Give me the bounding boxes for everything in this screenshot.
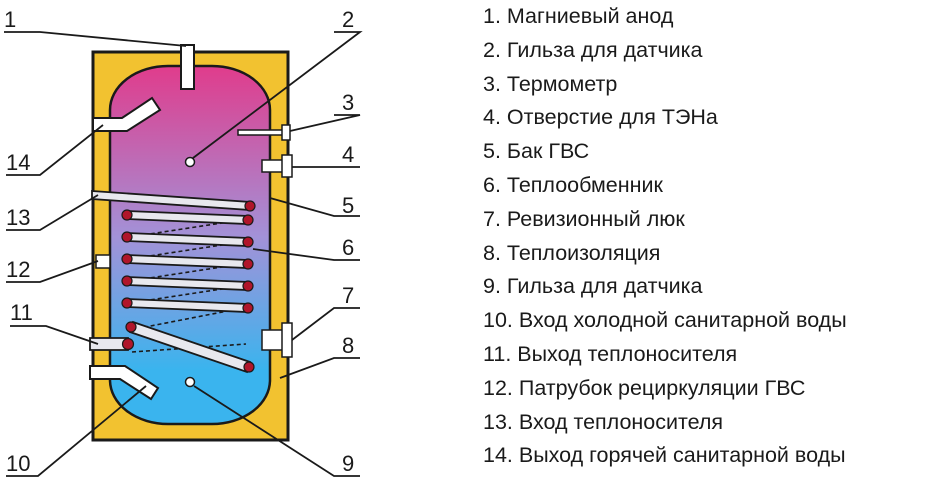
leader-line: [4, 31, 187, 47]
thermometer: [237, 129, 287, 136]
callout-13: 13: [6, 205, 30, 230]
heating-element-flange: [281, 154, 293, 178]
coil-end: [242, 214, 254, 226]
coil-end: [121, 297, 133, 309]
coil-end: [121, 253, 133, 265]
callout-9: 9: [342, 451, 354, 476]
callout-numbers: 1 2 3 4 5 6 7 8 9 10 11 12 13 14: [4, 7, 354, 476]
callout-14: 14: [6, 150, 30, 175]
callout-8: 8: [342, 333, 354, 358]
legend-item: 7. Ревизионный люк: [483, 206, 685, 231]
sensor-sleeve-upper: [184, 156, 196, 168]
coil-end: [243, 361, 255, 373]
magnesium-anode: [180, 44, 195, 90]
callout-6: 6: [342, 235, 354, 260]
hot-water-outlet-pipe: [92, 96, 162, 132]
legend-item: 3. Термометр: [483, 71, 618, 96]
leader-line: [291, 307, 360, 341]
callout-2: 2: [342, 7, 354, 32]
legend-item: 13. Вход теплоносителя: [483, 409, 724, 434]
legend-item: 9. Гильза для датчика: [483, 274, 703, 299]
sensor-sleeve-lower: [184, 376, 196, 388]
leader-line: [6, 124, 104, 176]
legend-item: 2. Гильза для датчика: [483, 37, 703, 62]
leader-line: [279, 357, 360, 379]
leader-line: [10, 325, 99, 345]
legend-item: 8. Теплоизоляция: [483, 240, 661, 265]
callout-1: 1: [4, 7, 16, 32]
legend-item: 4. Отверстие для ТЭНа: [483, 105, 718, 130]
legend-list: 1. Магниевый анод 2. Гильза для датчика …: [483, 0, 847, 473]
coil-end: [121, 231, 133, 243]
coil-end: [244, 200, 256, 212]
coil-end: [121, 275, 133, 287]
leader-line: [6, 260, 99, 283]
coil-end: [125, 321, 137, 333]
callout-10: 10: [6, 451, 30, 476]
callout-5: 5: [342, 193, 354, 218]
coil-end: [121, 209, 133, 221]
leader-line: [6, 194, 99, 231]
coil-end: [121, 337, 135, 351]
legend-item: 11. Выход теплоносителя: [483, 341, 738, 366]
coil-end: [242, 302, 254, 314]
coil-end: [242, 280, 254, 292]
leader-line: [289, 114, 361, 132]
leader-line: [269, 197, 360, 217]
callout-12: 12: [6, 257, 30, 282]
legend-item: 6. Теплообменник: [483, 172, 663, 197]
callout-7: 7: [342, 283, 354, 308]
coil-end: [242, 236, 254, 248]
coil-end: [242, 258, 254, 270]
legend-item: 14. Выход горячей санитарной воды: [483, 443, 846, 468]
callout-leaders: [4, 31, 363, 477]
callout-4: 4: [342, 142, 354, 167]
heat-exchanger-coil: [89, 190, 256, 374]
legend-item: 12. Патрубок рециркуляции ГВС: [483, 375, 806, 400]
legend-item: 10. Вход холодной санитарной воды: [483, 308, 847, 333]
leader-line: [193, 385, 360, 477]
leader-line: [6, 385, 147, 477]
thermometer-head: [281, 124, 291, 141]
legend-item: 1. Магниевый анод: [483, 4, 674, 28]
legend-item: 5. Бак ГВС: [483, 139, 590, 164]
callout-11: 11: [10, 300, 33, 325]
leader-line: [192, 31, 363, 159]
callout-3: 3: [342, 90, 354, 115]
inspection-hatch-flange: [281, 322, 293, 358]
leader-line: [252, 248, 360, 261]
